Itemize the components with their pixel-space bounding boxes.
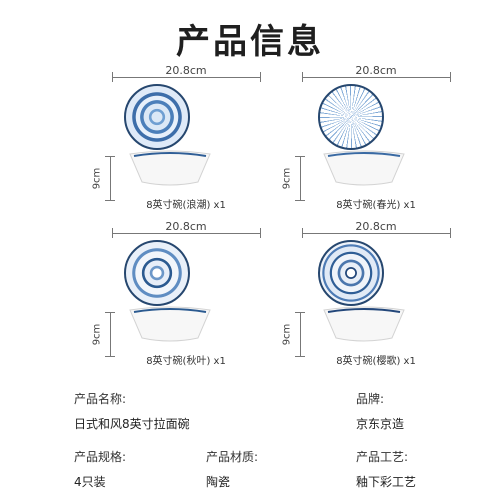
width-dimension: 20.8cm	[286, 64, 466, 82]
width-label: 20.8cm	[355, 220, 397, 233]
bowl-side-view	[323, 150, 405, 186]
width-label: 20.8cm	[355, 64, 397, 77]
product-name-block: 产品名称: 日式和风8英寸拉面碗	[74, 390, 190, 432]
brand-label: 品牌:	[356, 392, 385, 406]
spec-block: 产品规格: 4只装	[74, 448, 126, 490]
height-dimension: 9cm	[91, 312, 116, 362]
product-name-label: 产品名称:	[74, 392, 127, 406]
bowl-card-2: 20.8cm 9cm 8英寸碗(春光) x1	[281, 64, 466, 216]
bowl-card-1: 20.8cm 9cm 8英寸碗(浪潮) x1	[91, 64, 276, 216]
bowl-top-view	[124, 240, 190, 306]
product-name-value: 日式和风8英寸拉面碗	[74, 417, 190, 431]
material-label: 产品材质:	[206, 450, 259, 464]
spec-label: 产品规格:	[74, 450, 127, 464]
height-label: 9cm	[281, 323, 293, 346]
height-label: 9cm	[91, 167, 103, 190]
bowl-caption: 8英寸碗(樱歌) x1	[336, 356, 416, 367]
craft-value: 釉下彩工艺	[356, 475, 417, 489]
height-label: 9cm	[91, 323, 103, 346]
bowl-side-view	[129, 306, 211, 342]
craft-label: 产品工艺:	[356, 450, 409, 464]
bowl-side-view	[129, 150, 211, 186]
spec-value: 4只装	[74, 475, 106, 489]
material-value: 陶瓷	[206, 475, 231, 489]
bowl-top-view	[318, 240, 384, 306]
height-dimension: 9cm	[281, 156, 306, 206]
bowl-top-view	[124, 84, 190, 150]
bowl-top-view	[318, 84, 384, 150]
width-label: 20.8cm	[165, 64, 207, 77]
brand-block: 品牌: 京东京造	[356, 390, 404, 432]
height-dimension: 9cm	[91, 156, 116, 206]
brand-value: 京东京造	[356, 417, 405, 431]
width-dimension: 20.8cm	[96, 220, 276, 238]
bowl-caption: 8英寸碗(浪潮) x1	[146, 200, 226, 211]
craft-block: 产品工艺: 釉下彩工艺	[356, 448, 416, 490]
page-title: 产品信息	[176, 22, 324, 62]
bowl-caption: 8英寸碗(秋叶) x1	[146, 356, 226, 367]
material-block: 产品材质: 陶瓷	[206, 448, 258, 490]
height-dimension: 9cm	[281, 312, 306, 362]
bowl-card-3: 20.8cm 9cm 8英寸碗(秋叶) x1	[91, 220, 276, 372]
bowl-side-view	[323, 306, 405, 342]
height-label: 9cm	[281, 167, 293, 190]
width-dimension: 20.8cm	[96, 64, 276, 82]
bowl-card-4: 20.8cm 9cm 8英寸碗(樱歌) x1	[281, 220, 466, 372]
width-label: 20.8cm	[165, 220, 207, 233]
width-dimension: 20.8cm	[286, 220, 466, 238]
bowl-caption: 8英寸碗(春光) x1	[336, 200, 416, 211]
